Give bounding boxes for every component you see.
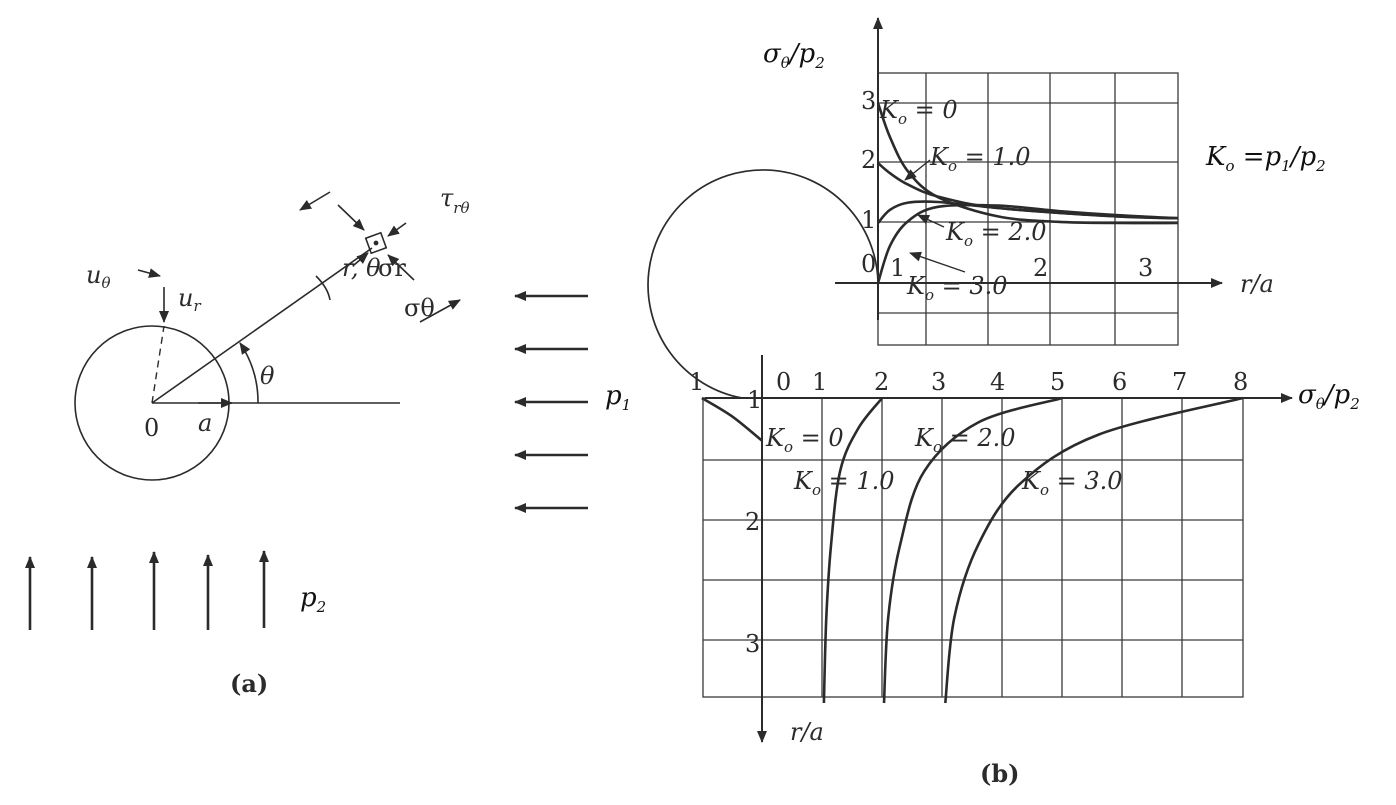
top-curve-labels: Ko = 0 Ko = 1.0 Ko = 2.0 Ko = 3.0 <box>879 96 1047 304</box>
p2-arrows <box>25 550 269 630</box>
top-chart-curves <box>876 102 1179 284</box>
bottom-curve-label: Ko = 0 <box>765 424 844 456</box>
bottom-x-axis-label: σθ/p2 <box>1298 380 1360 413</box>
bottom-series-curve <box>882 396 1063 704</box>
bottom-y-tick: 3 <box>745 630 760 658</box>
bottom-series-curve <box>944 396 1244 704</box>
bottom-y-ticks: 1 2 3 <box>745 386 762 658</box>
top-curve-label: Ko = 2.0 <box>945 218 1047 250</box>
hole-profile <box>647 169 879 399</box>
tau-upper-arrow <box>299 191 331 211</box>
top-series-curve <box>876 102 1179 225</box>
u-theta-label: uθ <box>86 261 111 292</box>
top-curve-label: Ko = 3.0 <box>906 272 1008 304</box>
sigma-theta-bottom-arrow <box>387 254 415 281</box>
u-theta-arrow <box>137 268 161 278</box>
top-x-axis-label: r/a <box>1240 270 1274 298</box>
tau-lower-arrow <box>419 299 461 323</box>
top-y-tick: 3 <box>861 87 876 115</box>
leader-arrow <box>917 214 945 228</box>
caption-b: (b) <box>980 759 1020 788</box>
ratio-definition: Ko =p1/p2 <box>1205 142 1326 175</box>
stress-element <box>364 231 388 255</box>
u-r-label: ur <box>178 284 201 315</box>
bottom-x-tick: 3 <box>931 368 946 396</box>
panel-b: 3 2 1 0 1 2 3 σθ/p2 r/a Ko =p1/p2 Ko = 0… <box>647 17 1360 788</box>
bottom-chart-curves <box>701 396 1244 704</box>
theta-arc <box>239 342 259 404</box>
leader-arrow <box>904 159 931 181</box>
bottom-curve-label: Ko = 2.0 <box>914 424 1016 456</box>
bottom-x-tick: 4 <box>990 368 1005 396</box>
bottom-x-tick: 6 <box>1112 368 1127 396</box>
leader-arrow <box>909 251 966 273</box>
bottom-x-tick: 1 <box>689 368 704 396</box>
top-curve-label: Ko = 0 <box>879 96 958 128</box>
element-dot <box>373 240 379 246</box>
bottom-x-tick: 5 <box>1050 368 1065 396</box>
theta-label: θ <box>260 362 275 390</box>
bottom-curve-labels: Ko = 0 Ko = 1.0 Ko = 2.0 Ko = 3.0 <box>765 424 1123 499</box>
top-y-axis-label: σθ/p2 <box>763 39 825 72</box>
top-x-ticks: 1 2 3 <box>890 254 1153 282</box>
sigma-theta-label: σθ <box>404 294 435 322</box>
top-x-tick: 2 <box>1033 254 1048 282</box>
tau-label: τrθ <box>440 184 469 217</box>
top-y-tick: 2 <box>861 146 876 174</box>
top-x-tick: 1 <box>890 254 905 282</box>
bottom-series-curve <box>701 396 763 442</box>
bottom-x-tick: 0 <box>776 368 791 396</box>
top-curve-label: Ko = 1.0 <box>929 143 1031 175</box>
r-theta-label: r, θ <box>342 254 381 282</box>
bottom-x-tick: 1 <box>812 368 827 396</box>
bottom-x-tick: 7 <box>1172 368 1187 396</box>
top-y-tick: 1 <box>861 206 876 234</box>
bottom-y-tick: 1 <box>747 386 762 414</box>
p1-arrows <box>514 291 588 513</box>
dashed-radius <box>151 325 165 404</box>
top-y-ticks: 3 2 1 0 <box>861 87 876 278</box>
bottom-curve-label: Ko = 3.0 <box>1021 467 1123 499</box>
panel-a: uθ ur θ 0 a r, θ τrθ σr σθ p2 (a) p1 <box>25 184 631 698</box>
p2-label: p2 <box>300 583 326 616</box>
sigma-r-out-arrow <box>387 222 407 237</box>
r-theta-tick <box>315 275 331 301</box>
sigma-r-in-arrow <box>353 252 369 266</box>
caption-a: (a) <box>230 669 268 698</box>
bottom-x-tick: 8 <box>1233 368 1248 396</box>
bottom-chart-grid <box>702 397 1244 698</box>
bottom-x-ticks: 1 0 1 2 3 4 5 6 7 8 <box>689 368 1248 396</box>
sigma-theta-top-arrow <box>337 204 365 231</box>
sigma-r-label: σr <box>378 254 406 282</box>
radial-line <box>151 247 373 404</box>
bottom-curve-label: Ko = 1.0 <box>793 467 895 499</box>
top-x-tick: 3 <box>1138 254 1153 282</box>
bottom-series-curve <box>822 397 884 704</box>
bottom-y-axis-label: r/a <box>790 718 824 746</box>
bottom-x-tick: 2 <box>874 368 889 396</box>
origin-label: 0 <box>144 414 159 442</box>
bottom-y-tick: 2 <box>745 508 760 536</box>
radius-label: a <box>198 409 212 437</box>
p1-label: p1 <box>605 381 631 414</box>
top-series-curve <box>876 203 1179 284</box>
top-y-tick: 0 <box>861 250 876 278</box>
